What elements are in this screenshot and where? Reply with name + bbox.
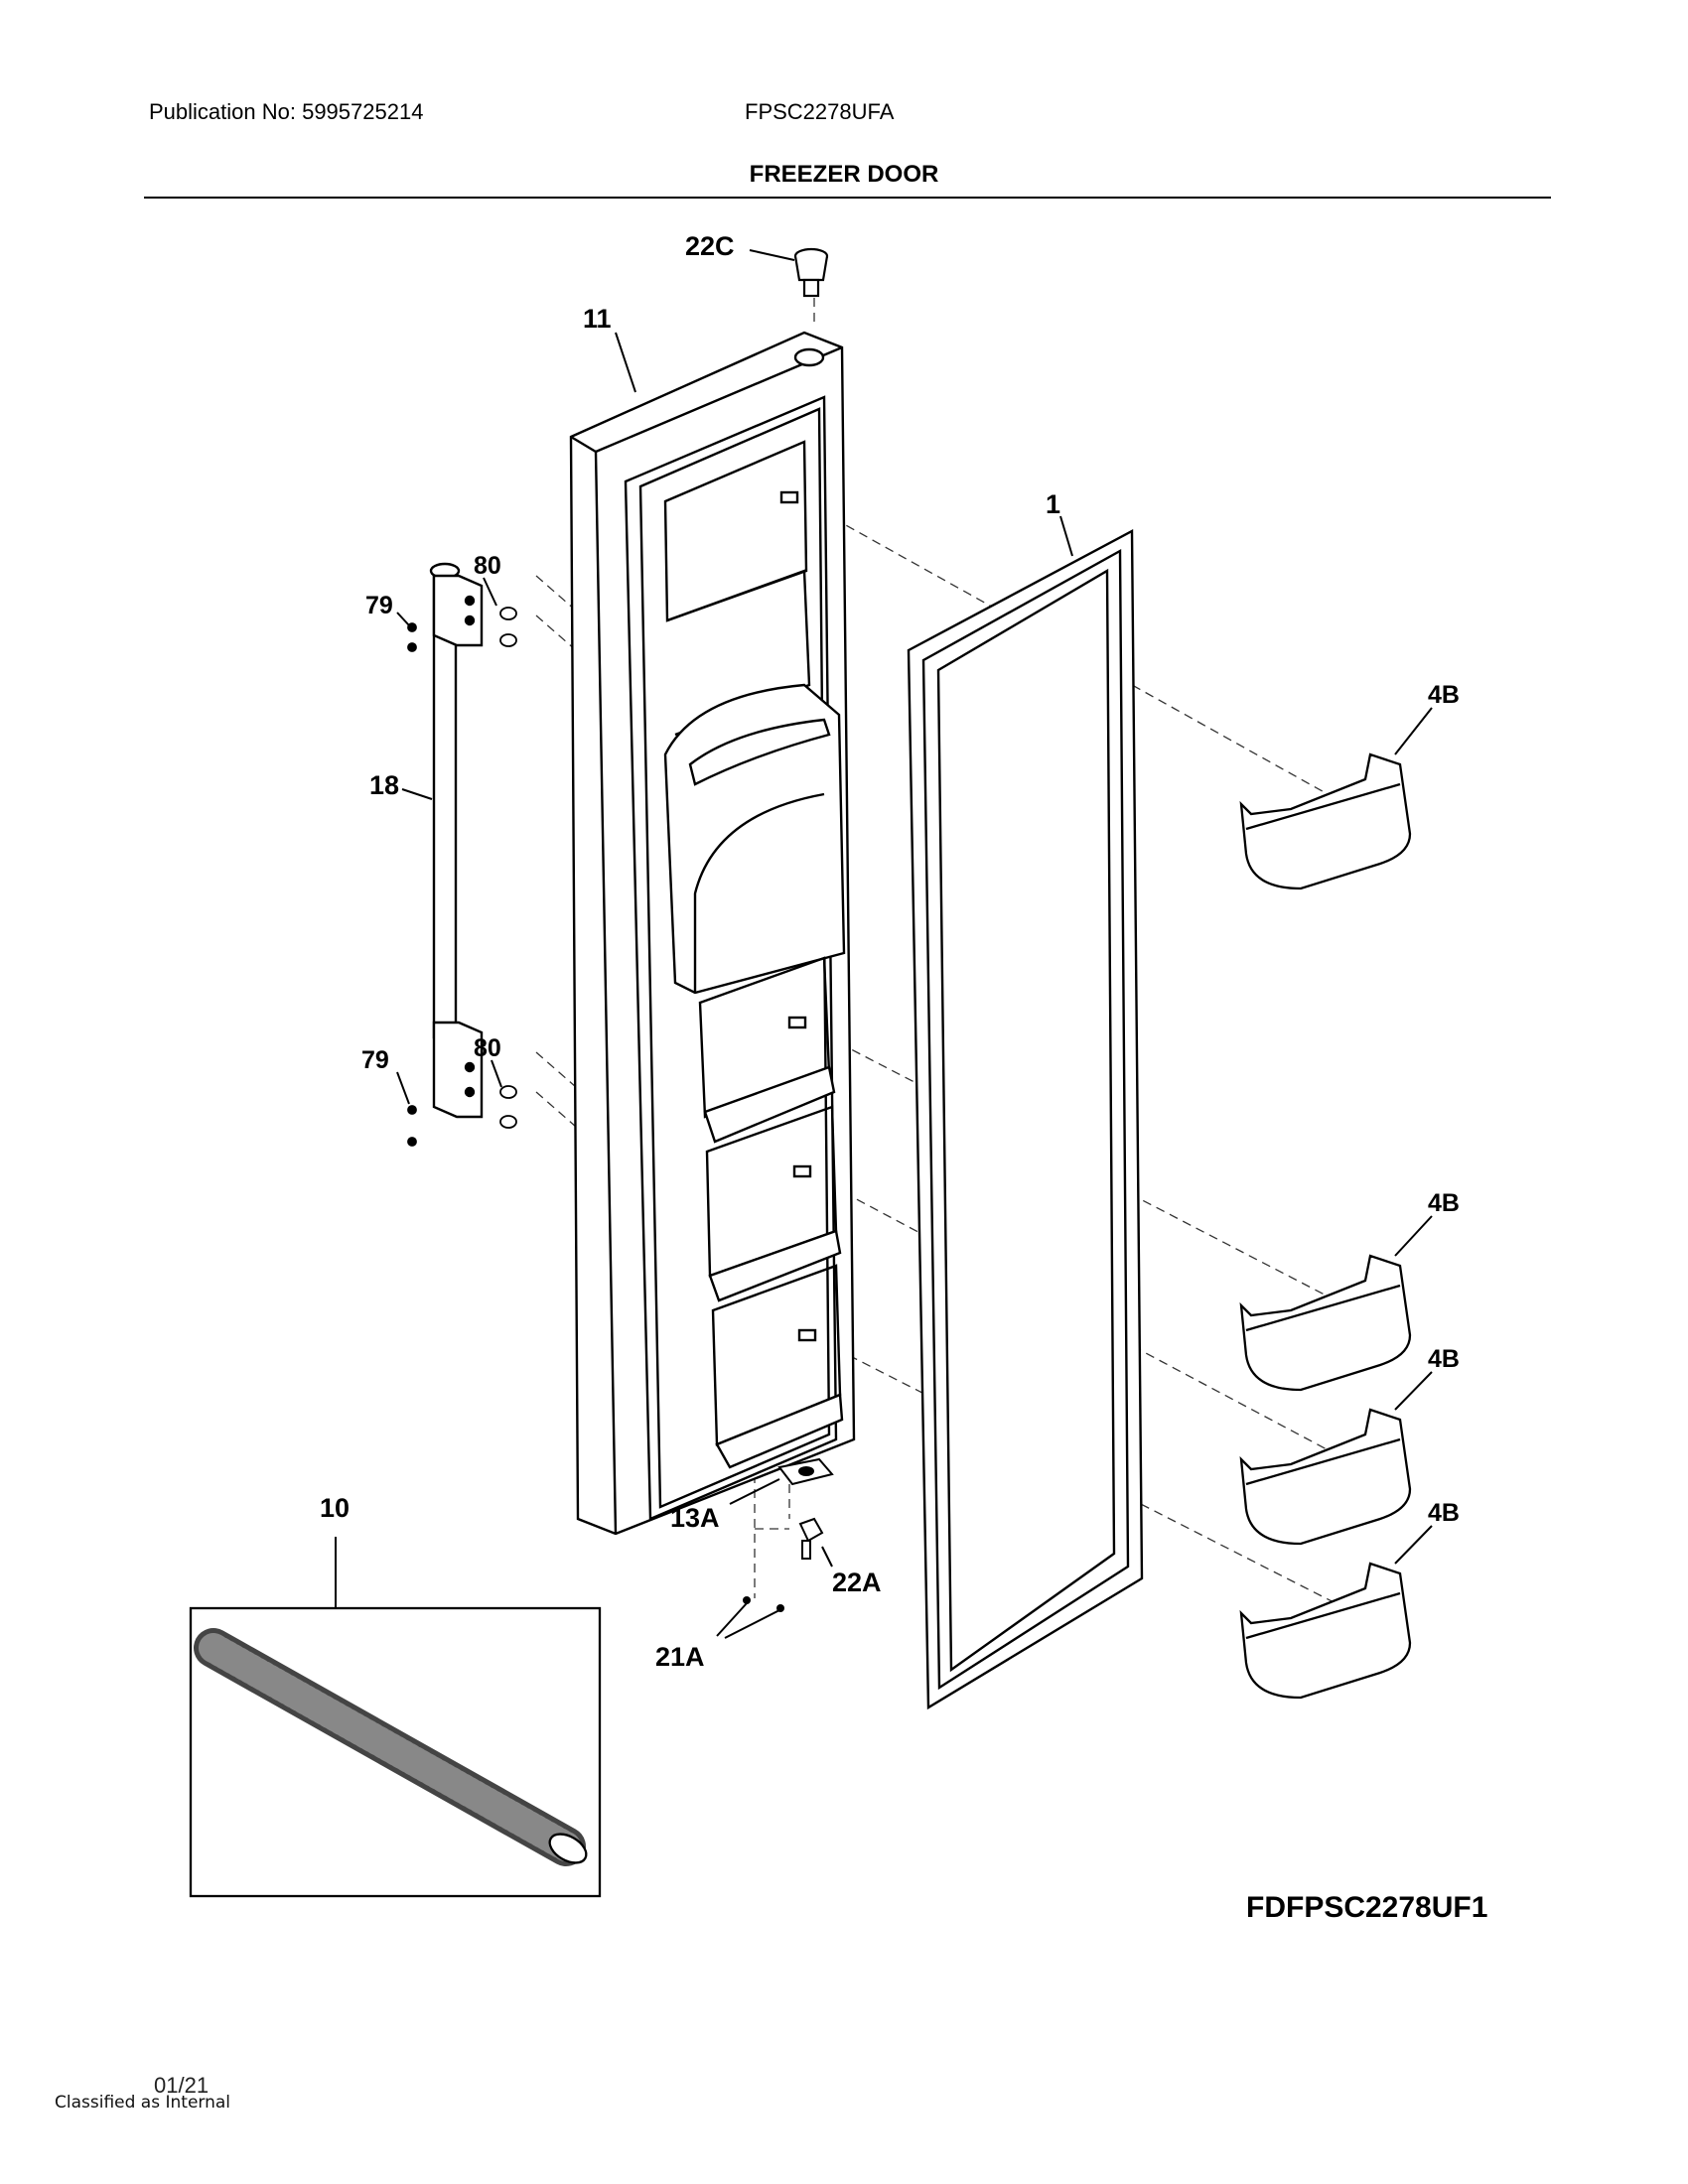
callout-labels: 22C 11 1 80 79 18 79 80 4B 4B 4B 4B 10 1… bbox=[320, 231, 1460, 1672]
model-number: FPSC2278UFA bbox=[745, 99, 895, 124]
callout-4b-3: 4B bbox=[1428, 1345, 1460, 1373]
callout-80-top: 80 bbox=[474, 552, 501, 580]
callout-10: 10 bbox=[320, 1493, 350, 1523]
publication-number: Publication No: 5995725214 bbox=[149, 99, 424, 124]
callout-80-bottom: 80 bbox=[474, 1034, 501, 1062]
revision-date: 01/21 bbox=[154, 2073, 210, 2098]
callout-21a: 21A bbox=[655, 1642, 705, 1672]
callout-4b-4: 4B bbox=[1428, 1499, 1460, 1527]
callout-4b-2: 4B bbox=[1428, 1189, 1460, 1217]
callout-18: 18 bbox=[369, 770, 399, 800]
callout-1: 1 bbox=[1046, 489, 1060, 519]
callout-79-top: 79 bbox=[365, 592, 393, 619]
part-4b-door-bins bbox=[1239, 752, 1412, 1700]
callout-13a: 13A bbox=[670, 1503, 720, 1533]
part-18-handle bbox=[429, 562, 484, 1119]
callout-22c: 22C bbox=[685, 231, 735, 261]
header-divider bbox=[144, 197, 1551, 199]
part-22a-pin bbox=[798, 1517, 824, 1560]
callout-79-bottom: 79 bbox=[361, 1046, 389, 1074]
callout-22a: 22A bbox=[832, 1568, 882, 1597]
diagram-code: FDFPSC2278UF1 bbox=[1246, 1891, 1488, 1924]
callout-4b-1: 4B bbox=[1428, 681, 1460, 709]
part-13a-bracket bbox=[777, 1457, 834, 1486]
leader-lines bbox=[335, 249, 1433, 1639]
part-1-door-gasket bbox=[907, 529, 1144, 1710]
classification-label: Classified as Internal bbox=[55, 2093, 231, 2113]
page-title: FREEZER DOOR bbox=[749, 161, 939, 188]
part-11-freezer-door bbox=[569, 331, 856, 1536]
part-22c-plug bbox=[793, 247, 829, 298]
screws-79-80 bbox=[407, 607, 517, 1147]
part-10-foam-tube bbox=[189, 1606, 602, 1898]
callout-11: 11 bbox=[583, 304, 612, 334]
